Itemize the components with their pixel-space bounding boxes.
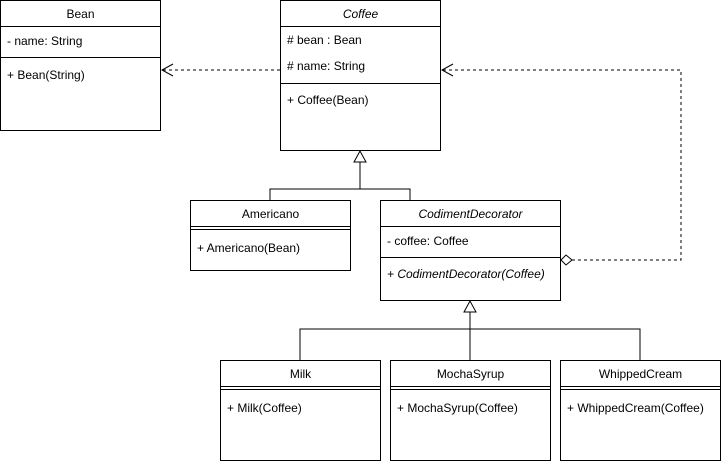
aggregation-diamond	[560, 254, 573, 266]
hollow-triangle-coffee	[353, 149, 367, 163]
operation-section: + Milk(Coffee)	[221, 390, 380, 460]
operation: + MochaSyrup(Coffee)	[397, 401, 518, 415]
operation: + Coffee(Bean)	[287, 93, 369, 107]
attribute: # name: String	[287, 59, 366, 73]
empty-attribute-section	[561, 387, 720, 390]
empty-attribute-section	[391, 387, 550, 390]
attribute: - coffee: Coffee	[387, 234, 469, 248]
attribute: - name: String	[7, 34, 83, 48]
class-codiment-decorator[interactable]: CodimentDecorator - coffee: Coffee + Cod…	[380, 200, 561, 301]
attribute: # bean : Bean	[287, 33, 362, 47]
class-mocha-syrup[interactable]: MochaSyrup + MochaSyrup(Coffee)	[390, 360, 551, 461]
class-name: Bean	[1, 1, 160, 27]
attribute-section: - coffee: Coffee	[381, 227, 560, 258]
empty-attribute-section	[191, 227, 350, 230]
generalization-decorator	[360, 188, 411, 200]
operation-section: + Coffee(Bean)	[281, 84, 440, 150]
class-whipped-cream[interactable]: WhippedCream + WhippedCream(Coffee)	[560, 360, 721, 461]
operation-section: + Bean(String)	[1, 58, 160, 130]
attribute-section: - name: String	[1, 27, 160, 58]
empty-attribute-section	[221, 387, 380, 390]
class-coffee[interactable]: Coffee # bean : Bean # name: String + Co…	[280, 0, 441, 151]
class-name: WhippedCream	[561, 361, 720, 387]
operation-section: + CodimentDecorator(Coffee)	[381, 258, 560, 300]
aggregation-line-decorator-coffee	[442, 69, 682, 261]
class-bean[interactable]: Bean - name: String + Bean(String)	[0, 0, 161, 131]
operation: + Americano(Bean)	[197, 241, 301, 255]
class-name: CodimentDecorator	[381, 201, 560, 227]
open-arrowhead-bean	[160, 63, 174, 77]
operation-section: + MochaSyrup(Coffee)	[391, 390, 550, 460]
generalization-americano	[269, 188, 360, 200]
class-name: Milk	[221, 361, 380, 387]
operation-section: + Americano(Bean)	[191, 230, 350, 270]
class-name: Coffee	[281, 1, 440, 27]
attribute-section: # bean : Bean # name: String	[281, 27, 440, 84]
operation: + Milk(Coffee)	[227, 401, 302, 415]
operation-section: + WhippedCream(Coffee)	[561, 390, 720, 460]
generalization-whipped	[470, 328, 641, 360]
class-name: MochaSyrup	[391, 361, 550, 387]
hollow-triangle-decorator	[463, 299, 477, 313]
generalization-milk	[299, 328, 470, 360]
class-milk[interactable]: Milk + Milk(Coffee)	[220, 360, 381, 461]
operation: + CodimentDecorator(Coffee)	[387, 267, 545, 281]
class-name: Americano	[191, 201, 350, 227]
class-americano[interactable]: Americano + Americano(Bean)	[190, 200, 351, 271]
operation: + Bean(String)	[7, 68, 85, 82]
operation: + WhippedCream(Coffee)	[567, 401, 704, 415]
open-arrowhead-coffee	[440, 63, 454, 77]
